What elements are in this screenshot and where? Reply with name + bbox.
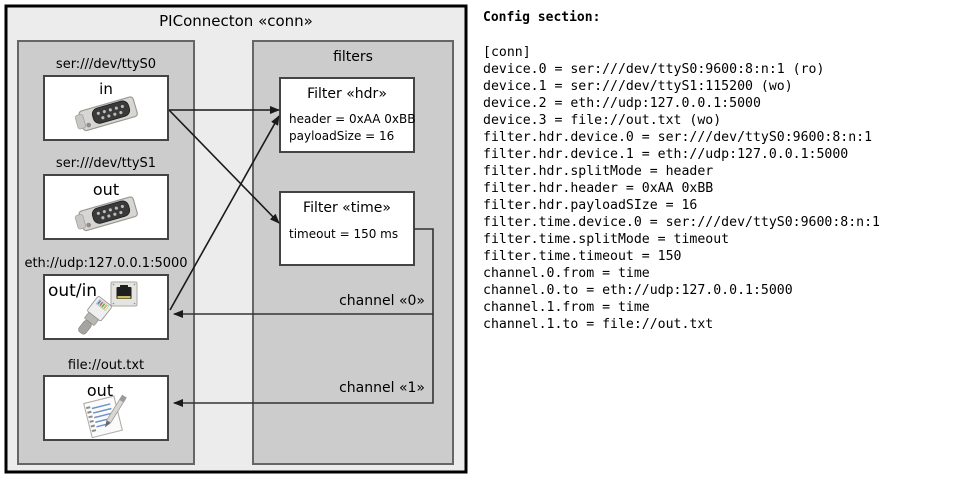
device-card-0[interactable]: ser:///dev/ttyS0 in <box>43 57 169 141</box>
filters-panel-title: filters <box>333 49 373 65</box>
config-line-1: device.0 = ser:///dev/ttyS0:9600:8:n:1 (… <box>483 62 824 77</box>
ethernet-jack-icon <box>110 281 138 307</box>
arrow-eth-to-hdr <box>169 115 280 311</box>
config-section: Config section: [conn] device.0 = ser://… <box>483 10 880 332</box>
device-caption-1: ser:///dev/ttyS1 <box>56 156 156 171</box>
channel-0-label: channel «0» <box>339 293 425 309</box>
config-line-3: device.2 = eth://udp:127.0.0.1:5000 <box>483 96 761 111</box>
device-direction-3: out <box>87 381 113 400</box>
config-line-8: filter.hdr.header = 0xAA 0xBB <box>483 181 713 196</box>
config-line-4: device.3 = file://out.txt (wo) <box>483 113 721 128</box>
device-caption-2: eth://udp:127.0.0.1:5000 <box>24 256 187 271</box>
filter-title-time: Filter «time» <box>303 200 391 216</box>
config-heading: Config section: <box>483 10 600 25</box>
diagram-title: PIConnecton «conn» <box>159 12 313 30</box>
filter-prop-hdr-1: payloadSize = 16 <box>289 129 394 143</box>
config-line-15: channel.1.from = time <box>483 300 650 315</box>
device-direction-1: out <box>93 180 119 199</box>
config-line-2: device.1 = ser:///dev/ttyS1:115200 (wo) <box>483 79 793 94</box>
config-line-6: filter.hdr.device.1 = eth://udp:127.0.0.… <box>483 147 848 162</box>
device-card-2[interactable]: eth://udp:127.0.0.1:5000 out/in <box>24 256 188 340</box>
device-card-3[interactable]: file://out.txt out <box>43 358 169 441</box>
channel-1-label: channel «1» <box>339 380 425 396</box>
device-caption-3: file://out.txt <box>68 358 144 373</box>
config-line-7: filter.hdr.splitMode = header <box>483 164 713 179</box>
config-line-12: filter.time.timeout = 150 <box>483 249 682 264</box>
filter-prop-time-0: timeout = 150 ms <box>289 227 398 241</box>
filter-card-hdr[interactable]: Filter «hdr» header = 0xAA 0xBB payloadS… <box>279 77 415 153</box>
config-line-16: channel.1.to = file://out.txt <box>483 317 713 332</box>
device-direction-0: in <box>99 80 113 98</box>
config-line-9: filter.hdr.payloadSIze = 16 <box>483 198 697 213</box>
filter-card-time[interactable]: Filter «time» timeout = 150 ms <box>279 191 415 266</box>
config-line-13: channel.0.from = time <box>483 266 650 281</box>
config-line-14: channel.0.to = eth://udp:127.0.0.1:5000 <box>483 283 793 298</box>
filter-box-time <box>279 191 415 266</box>
config-line-11: filter.time.splitMode = timeout <box>483 232 729 247</box>
config-line-5: filter.hdr.device.0 = ser:///dev/ttyS0:9… <box>483 130 872 145</box>
config-line-0: [conn] <box>483 45 531 60</box>
filter-box-hdr <box>279 77 415 153</box>
config-line-10: filter.time.device.0 = ser:///dev/ttyS0:… <box>483 215 880 230</box>
channel-0-route <box>173 228 434 318</box>
channel-1-route <box>173 314 434 407</box>
device-caption-0: ser:///dev/ttyS0 <box>56 57 156 72</box>
device-card-1[interactable]: ser:///dev/ttyS1 out <box>43 156 169 240</box>
device-direction-2: out/in <box>48 281 97 301</box>
filter-prop-hdr-0: header = 0xAA 0xBB <box>289 112 415 126</box>
filter-title-hdr: Filter «hdr» <box>307 86 387 102</box>
arrow-ttys0-to-time <box>168 109 280 224</box>
